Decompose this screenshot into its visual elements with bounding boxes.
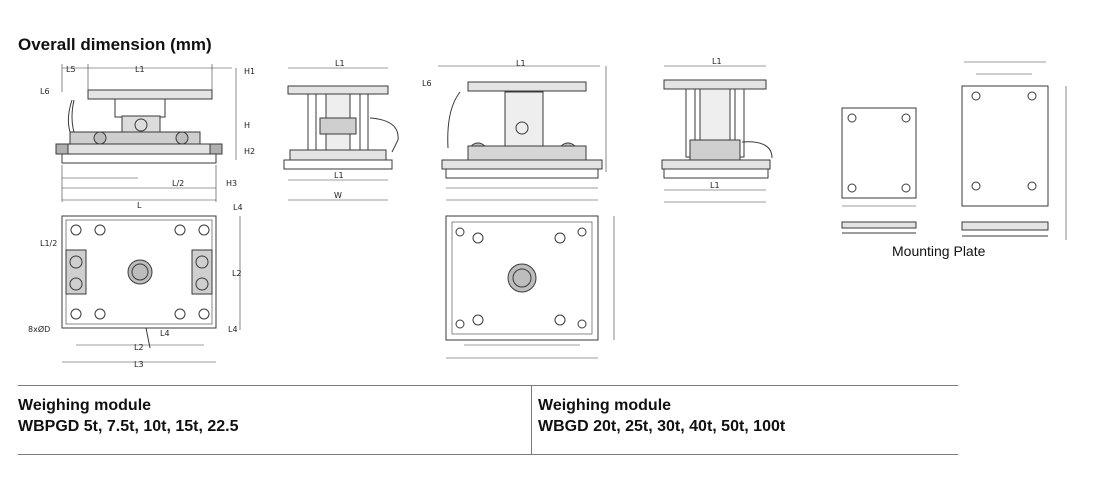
dim-l4b-label: L4	[160, 329, 170, 338]
dim-h3-label: H3	[226, 179, 237, 188]
wbpgd-side-view	[283, 67, 399, 201]
mounting-plate-label: Mounting Plate	[892, 243, 986, 259]
dim-l2-label: L2	[232, 269, 242, 278]
dim-h1-label: H1	[244, 67, 255, 76]
dimension-drawings: L5 L1 H1 L6 H H2 H3 L/2 L L1 L1 W L4 L1/…	[28, 57, 1067, 369]
dim-w-label: W	[334, 191, 342, 200]
dim-l-label: L	[137, 201, 142, 210]
dim-side-l1b-label: L1	[334, 171, 344, 180]
table-column-divider	[531, 385, 532, 455]
right-module-models: WBGD 20t, 25t, 30t, 40t, 50t, 100t	[538, 418, 786, 435]
mounting-plate-large-view	[961, 61, 1067, 240]
dim-l4c-label: L4	[228, 325, 238, 334]
dim-l1c-label: L1	[516, 59, 526, 68]
dim-l6-label: L6	[40, 87, 50, 96]
wbpgd-front-view	[55, 64, 237, 202]
left-module-title: Weighing module	[18, 397, 152, 414]
dim-l1d-label: L1	[712, 57, 722, 66]
wbpgd-top-view	[61, 215, 241, 363]
dim-holes-label: 8xØD	[28, 324, 50, 334]
dim-l5-label: L5	[66, 65, 76, 74]
dim-l1e-label: L1	[710, 181, 720, 190]
wbgd-top-view	[445, 215, 615, 359]
wbgd-side-view	[661, 65, 773, 203]
table-bottom-border	[18, 454, 958, 455]
left-module-models: WBPGD 5t, 7.5t, 10t, 15t, 22.5	[18, 418, 239, 435]
technical-drawing: L5 L1 H1 L6 H H2 H3 L/2 L L1 L1 W L4 L1/…	[28, 57, 1067, 369]
right-module-title: Weighing module	[538, 397, 672, 414]
dim-l2half-label: L/2	[172, 179, 184, 188]
mounting-plate-small-view	[841, 107, 917, 234]
dim-l1half-label: L1/2	[40, 239, 57, 248]
table-cell-left: Weighing module WBPGD 5t, 7.5t, 10t, 15t…	[18, 395, 239, 437]
table-cell-right: Weighing module WBGD 20t, 25t, 30t, 40t,…	[538, 395, 785, 437]
dim-h-label: H	[244, 121, 250, 130]
table-top-border	[18, 385, 958, 386]
dim-l2b-label: L2	[134, 343, 144, 352]
dim-l6b-label: L6	[422, 79, 432, 88]
dim-side-l1-label: L1	[335, 59, 345, 68]
dim-l3-label: L3	[134, 360, 144, 369]
model-table: Weighing module WBPGD 5t, 7.5t, 10t, 15t…	[18, 385, 958, 455]
dim-l4-label: L4	[233, 203, 243, 212]
dim-h2-label: H2	[244, 147, 255, 156]
wbgd-front-view	[438, 65, 607, 201]
dim-l1-label: L1	[135, 65, 145, 74]
page-title: Overall dimension (mm)	[18, 35, 212, 54]
